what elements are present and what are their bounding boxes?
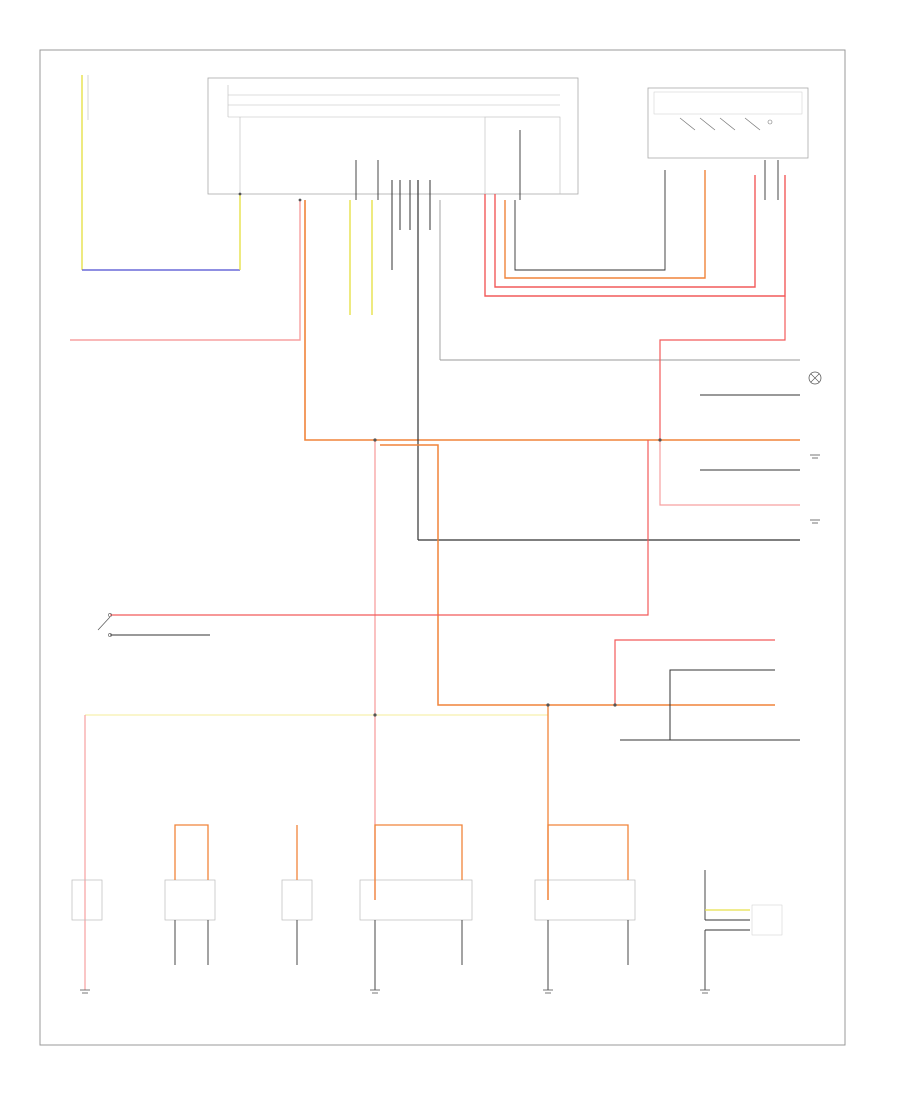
ground-icon [80,989,90,994]
ground-icon [700,989,710,994]
connector-icon [704,870,783,990]
fuse-feed-left [81,75,241,271]
splice-points [238,192,662,717]
ground-icon [810,454,820,459]
bottom-component-4 [534,824,636,990]
switch-icon [97,613,112,637]
module-output-wires [70,160,800,541]
bottom-component-2 [281,825,313,965]
middle-distribution [84,440,800,990]
bottom-left-component [71,879,103,921]
bottom-component-1 [164,824,216,965]
lamp-icon [808,371,822,385]
red-wire-bundle [484,130,800,506]
central-module-box [207,77,579,195]
right-side-loads [700,371,822,524]
diagram-frame [39,49,846,1046]
ground-icon [370,989,380,994]
lighting-control-module-box [647,87,809,159]
bottom-component-3 [359,824,473,990]
ground-icon [810,519,820,524]
ground-icon [543,989,553,994]
